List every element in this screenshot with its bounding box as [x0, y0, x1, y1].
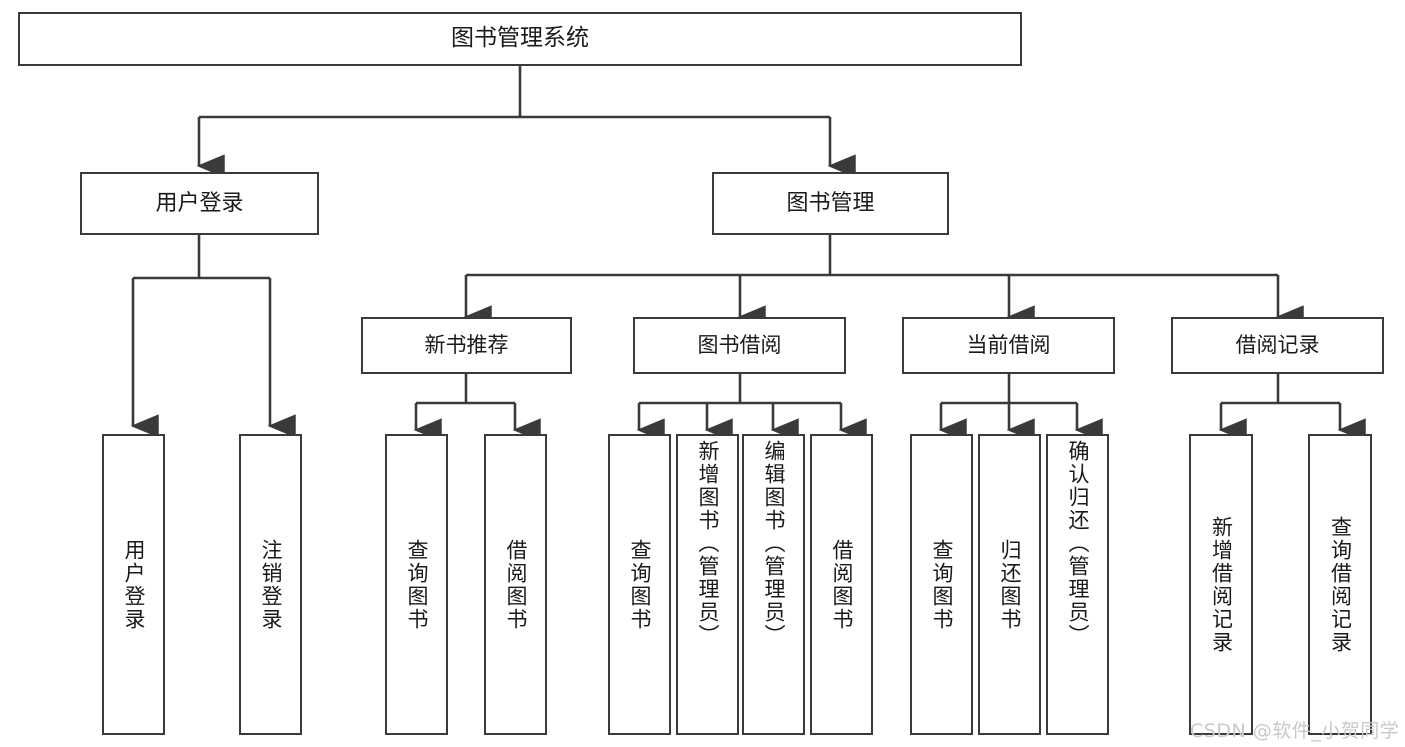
leaf-user-login-signin[interactable]: 用户登录 — [102, 434, 165, 735]
node-label: 查询图书 — [405, 538, 429, 631]
node-label: 查询图书 — [930, 538, 954, 631]
node-book-manage[interactable]: 图书管理 — [712, 172, 949, 235]
node-label: 注销登录 — [259, 538, 283, 631]
node-label: 新增借阅记录 — [1209, 515, 1234, 654]
node-label: 查询图书 — [628, 538, 652, 631]
node-label: 归还图书 — [998, 538, 1022, 631]
node-label: 图书管理 — [786, 190, 875, 216]
leaf-book-borrow-borrow[interactable]: 借阅图书 — [810, 434, 873, 735]
node-book-borrow[interactable]: 图书借阅 — [633, 317, 846, 374]
leaf-current-borrow-return[interactable]: 归还图书 — [978, 434, 1041, 735]
leaf-book-borrow-add[interactable]: 新增图书（管理员） — [676, 434, 739, 735]
node-label: 编辑图书（管理员） — [762, 440, 786, 647]
node-label: 新书推荐 — [424, 333, 509, 358]
node-label: 新增图书（管理员） — [696, 440, 720, 647]
leaf-current-borrow-query[interactable]: 查询图书 — [910, 434, 973, 735]
node-label: 图书借阅 — [697, 333, 782, 358]
node-label: 确认归还（管理员） — [1066, 440, 1090, 647]
leaf-new-book-query[interactable]: 查询图书 — [385, 434, 448, 735]
node-current-borrow[interactable]: 当前借阅 — [902, 317, 1115, 374]
node-new-book-recommend[interactable]: 新书推荐 — [361, 317, 572, 374]
leaf-borrow-record-query[interactable]: 查询借阅记录 — [1308, 434, 1372, 735]
leaf-new-book-borrow[interactable]: 借阅图书 — [484, 434, 547, 735]
node-label: 当前借阅 — [966, 333, 1051, 358]
node-root-system[interactable]: 图书管理系统 — [18, 12, 1022, 66]
watermark-text: CSDN @软件_小贺同学 — [1190, 720, 1400, 742]
node-label: 借阅图书 — [830, 538, 854, 631]
leaf-book-borrow-query[interactable]: 查询图书 — [608, 434, 671, 735]
leaf-user-login-signout[interactable]: 注销登录 — [239, 434, 302, 735]
node-label: 查询借阅记录 — [1328, 515, 1353, 654]
node-label: 用户登录 — [122, 538, 146, 631]
node-label: 借阅图书 — [504, 538, 528, 631]
leaf-book-borrow-edit[interactable]: 编辑图书（管理员） — [742, 434, 805, 735]
node-user-login[interactable]: 用户登录 — [80, 172, 319, 235]
node-label: 图书管理系统 — [451, 25, 589, 52]
node-borrow-record[interactable]: 借阅记录 — [1171, 317, 1384, 374]
node-label: 用户登录 — [155, 190, 244, 216]
leaf-borrow-record-add[interactable]: 新增借阅记录 — [1189, 434, 1253, 735]
leaf-current-borrow-confirm[interactable]: 确认归还（管理员） — [1046, 434, 1109, 735]
node-label: 借阅记录 — [1235, 333, 1320, 358]
